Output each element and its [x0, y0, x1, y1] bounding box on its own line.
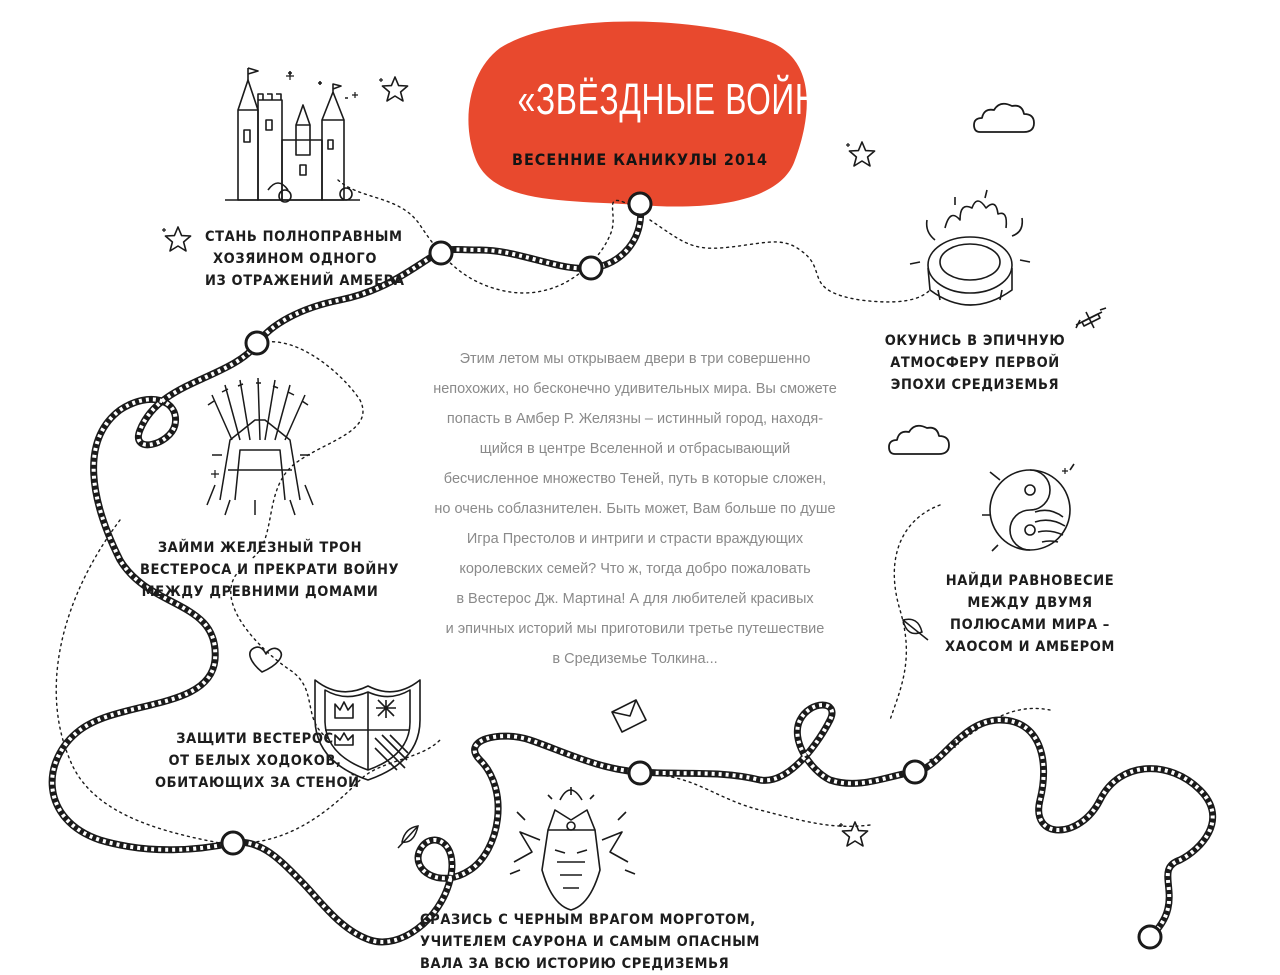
- rope-stripes: [50, 203, 1215, 944]
- title-blob: [468, 21, 807, 207]
- iron-throne-icon: [206, 377, 314, 516]
- castle-icon: [225, 67, 360, 203]
- cloud-icon: [973, 102, 1035, 133]
- leaf-icon: [397, 825, 419, 849]
- sparkle-icons: [211, 72, 1068, 748]
- star-icon: [378, 76, 409, 102]
- cloud-icon: [888, 424, 950, 455]
- page-subtitle: ВЕСЕННИЕ КАНИКУЛЫ 2014: [512, 150, 768, 169]
- waypoint: [578, 255, 604, 281]
- caption-throne: ЗАЙМИ ЖЕЛЕЗНЫЙ ТРОН ВЕСТЕРОСА И ПРЕКРАТИ…: [140, 540, 400, 600]
- waypoint: [902, 759, 928, 785]
- caption-balance: НАЙДИ РАВНОВЕСИЕ МЕЖДУ ДВУМЯ ПОЛЮСАМИ МИ…: [944, 573, 1116, 655]
- caption-amber: СТАНЬ ПОЛНОПРАВНЫМ ХОЗЯИНОМ ОДНОГО ИЗ ОТ…: [205, 229, 405, 289]
- shield-icon: [314, 679, 421, 781]
- star-icon: [845, 141, 876, 167]
- burning-ring-icon: [909, 189, 1031, 306]
- waypoint: [220, 830, 246, 856]
- yin-yang-icon: [982, 463, 1075, 552]
- star-icon: [161, 226, 192, 252]
- caption-morgoth: СРАЗИСЬ С ЧЕРНЫМ ВРАГОМ МОРГОТОМ, УЧИТЕЛ…: [420, 912, 760, 972]
- page-title: «ЗВЁЗДНЫЕ ВОЙНЫ»: [517, 75, 866, 124]
- waypoints: [220, 191, 1163, 950]
- waypoint: [1137, 924, 1163, 950]
- heart-icon: [249, 646, 283, 673]
- caption-wall: ЗАЩИТИ ВЕСТЕРОС ОТ БЕЛЫХ ХОДОКОВ, ОБИТАЮ…: [155, 731, 360, 791]
- intro-paragraph: Этим летом мы открываем двери в три сове…: [433, 351, 837, 667]
- waypoint: [627, 191, 653, 217]
- morgoth-face-icon: [509, 787, 636, 911]
- waypoint: [627, 760, 653, 786]
- caption-ring: ОКУНИСЬ В ЭПИЧНУЮ АТМОСФЕРУ ПЕРВОЙ ЭПОХИ…: [884, 333, 1066, 393]
- leaf-icon: [902, 618, 929, 641]
- envelope-icon: [611, 699, 647, 733]
- waypoint: [244, 330, 270, 356]
- airplane-icon: [1075, 307, 1107, 329]
- waypoint: [428, 240, 454, 266]
